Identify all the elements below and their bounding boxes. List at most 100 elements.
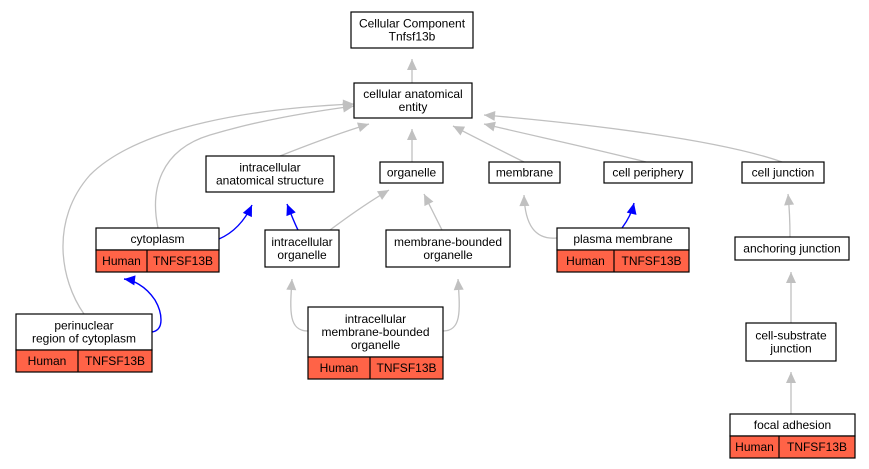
term-label-line: anatomical structure xyxy=(216,174,324,188)
term-box[interactable] xyxy=(264,229,340,268)
edge-membrane-to-cellular-anatomical xyxy=(452,125,525,163)
term-box[interactable] xyxy=(385,229,511,268)
annotation-row[interactable] xyxy=(15,349,153,373)
gene-label: TNFSF13B xyxy=(621,254,681,268)
arrowhead xyxy=(424,194,434,207)
term-label-line: junction xyxy=(769,342,811,356)
term-label-line: organelle xyxy=(423,248,473,262)
term-box[interactable] xyxy=(734,236,850,261)
arrowhead xyxy=(626,203,637,215)
term-box[interactable] xyxy=(379,161,444,184)
annotation-row[interactable] xyxy=(95,249,220,273)
term-label-line: membrane xyxy=(496,166,554,180)
edge-cell-junction-to-cellular-anatomical xyxy=(483,110,783,163)
arrowhead xyxy=(124,275,136,286)
term-label-line: perinuclear xyxy=(54,319,113,333)
edges-layer xyxy=(62,59,796,414)
term-node-cell-periphery[interactable]: cell periphery xyxy=(603,161,693,184)
edge-anchoring-junction-to-cell-junction xyxy=(784,193,795,238)
arrowhead xyxy=(407,129,417,140)
species-label: Human xyxy=(735,440,774,454)
term-label-line: anchoring junction xyxy=(743,242,840,256)
term-box[interactable] xyxy=(205,155,335,193)
edge-intracellular-org-to-organelle xyxy=(329,189,390,231)
term-label-line: entity xyxy=(399,100,428,114)
term-label-line: organelle xyxy=(351,338,401,352)
edge-line xyxy=(483,114,783,163)
edge-line xyxy=(62,103,355,315)
term-label-line: cellular anatomical xyxy=(363,87,462,101)
term-node-anchoring-junction[interactable]: anchoring junction xyxy=(734,236,850,261)
annotation-row[interactable] xyxy=(307,356,444,380)
arrowhead xyxy=(242,205,252,218)
edge-intracellular-org-to-intracellular-anat xyxy=(286,203,299,231)
species-label: Human xyxy=(320,361,359,375)
term-box[interactable] xyxy=(741,161,825,184)
term-label-line: Tnfsf13b xyxy=(389,30,436,44)
edge-focal-adhesion-to-cell-substrate xyxy=(786,372,796,414)
gene-label: TNFSF13B xyxy=(376,361,436,375)
term-label-line: organelle xyxy=(277,248,327,262)
term-node-membrane[interactable]: membrane xyxy=(488,161,561,184)
arrowhead xyxy=(484,121,496,132)
term-node-intracellular-mbo[interactable]: intracellularmembrane-boundedorganelleHu… xyxy=(307,306,444,380)
edge-perinuclear-to-cytoplasm xyxy=(123,275,162,333)
edge-plasma-membrane-to-membrane xyxy=(519,194,558,239)
term-node-organelle[interactable]: organelle xyxy=(379,161,444,184)
edge-membrane-bounded-to-organelle xyxy=(423,193,443,231)
term-box[interactable] xyxy=(745,322,837,362)
term-label-line: organelle xyxy=(387,166,437,180)
term-label-line: cytoplasm xyxy=(130,232,184,246)
term-label-line: cell junction xyxy=(752,166,815,180)
term-box[interactable] xyxy=(353,82,473,119)
arrowhead xyxy=(407,59,417,70)
species-label: Human xyxy=(28,354,67,368)
arrowhead xyxy=(453,126,466,136)
edge-perinuclear-to-cellular-anatomical xyxy=(62,99,355,315)
annotation-row[interactable] xyxy=(729,435,856,459)
species-label: Human xyxy=(566,254,605,268)
term-label-line: membrane-bounded xyxy=(321,325,429,339)
term-label-line: cell-substrate xyxy=(755,329,827,343)
term-box[interactable] xyxy=(15,313,153,351)
arrowhead xyxy=(786,372,796,383)
arrowhead xyxy=(357,122,369,133)
term-box[interactable] xyxy=(603,161,693,184)
term-label-line: intracellular xyxy=(239,161,300,175)
term-box[interactable] xyxy=(488,161,561,184)
edge-cellular-anatomical-to-root xyxy=(407,59,417,83)
gene-label: TNFSF13B xyxy=(787,440,847,454)
term-label-line: intracellular xyxy=(271,235,332,249)
arrowhead xyxy=(519,195,530,207)
term-box[interactable] xyxy=(350,11,474,49)
edge-cytoplasm-to-intracellular-anat xyxy=(218,204,253,240)
edge-plasma-membrane-to-cell-periphery xyxy=(621,202,637,229)
term-node-cell-junction[interactable]: cell junction xyxy=(741,161,825,184)
arrowhead xyxy=(342,99,354,110)
term-label-line: plasma membrane xyxy=(573,232,673,246)
arrowhead xyxy=(286,204,296,217)
arrowhead xyxy=(786,272,796,283)
edge-intracellular-mbo-to-intracellular-org xyxy=(286,278,309,332)
species-label: Human xyxy=(102,254,141,268)
term-label-line: cell periphery xyxy=(612,166,683,180)
arrowhead xyxy=(376,190,389,200)
arrowhead xyxy=(286,279,297,291)
annotation-row[interactable] xyxy=(556,249,690,273)
edge-line xyxy=(483,123,647,163)
edge-line xyxy=(523,194,558,239)
gene-label: TNFSF13B xyxy=(153,254,213,268)
term-label-line: intracellular xyxy=(345,312,406,326)
edge-intracellular-mbo-to-membrane-bounded xyxy=(442,278,464,332)
